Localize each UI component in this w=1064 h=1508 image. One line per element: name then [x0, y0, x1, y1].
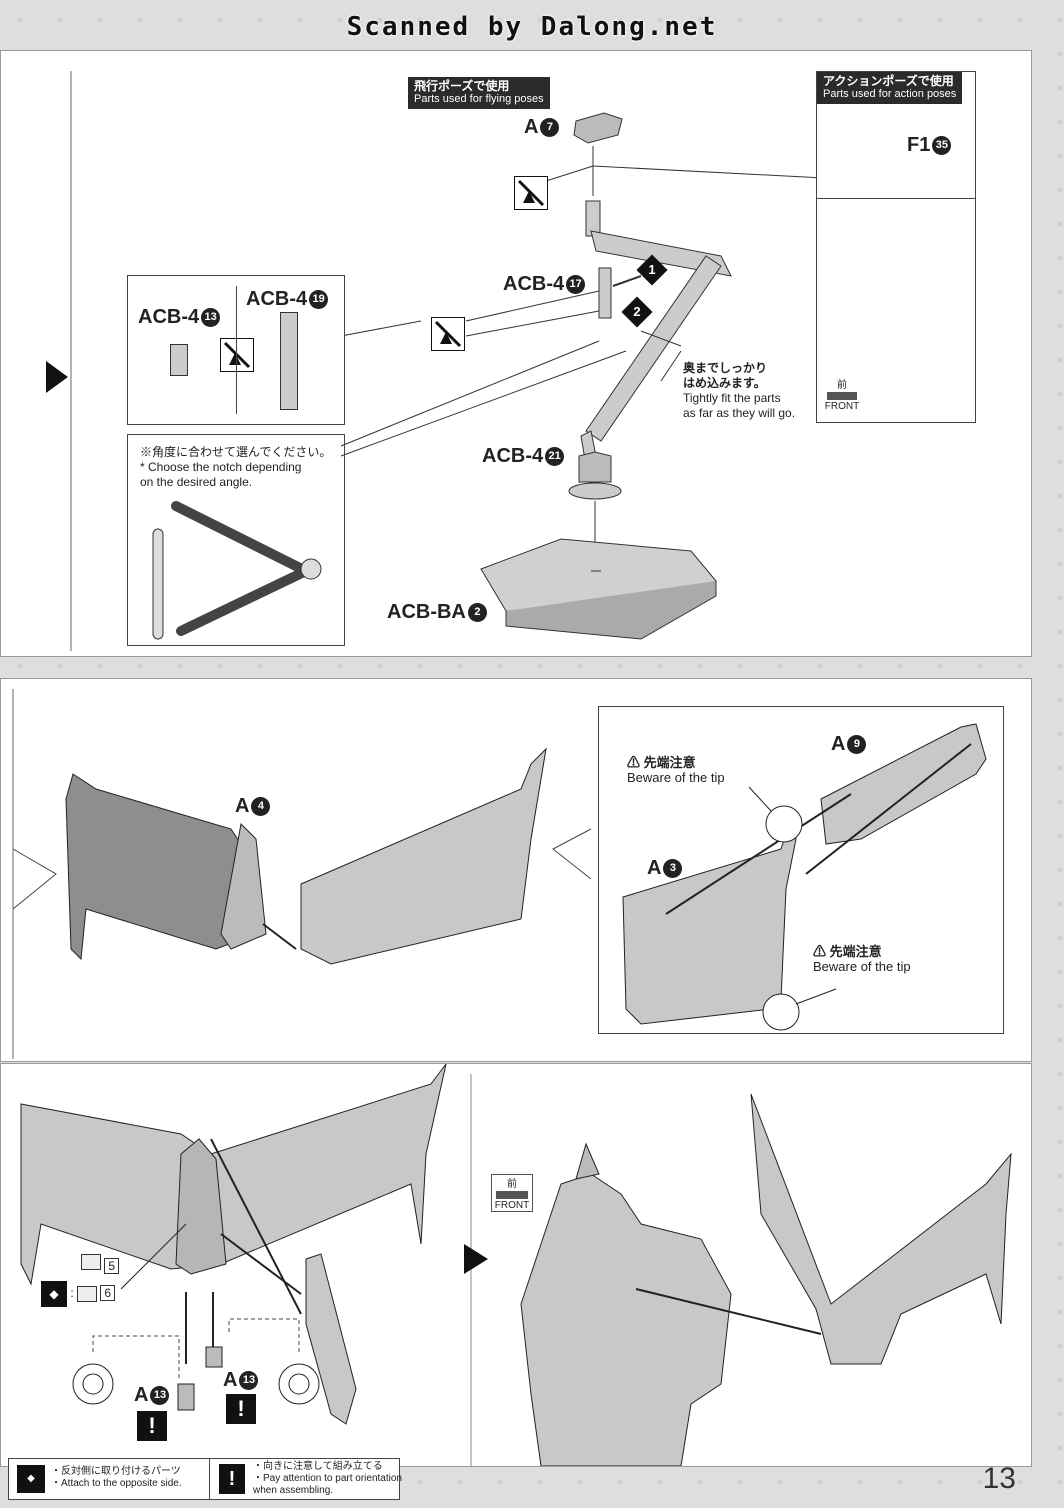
part-a13-right-number: 13	[239, 1371, 259, 1391]
part-acb4-19-drawing	[280, 312, 298, 410]
part-a7-number: 7	[540, 118, 560, 138]
notch-note-ja: ※角度に合わせて選んでください。	[140, 445, 332, 459]
tip-caution-2: ⚠ 先端注意 Beware of the tip	[813, 944, 911, 974]
cut-sprue-icon-3	[220, 338, 254, 372]
front-indicator: 前 FRONT	[823, 376, 861, 412]
page-number: 13	[982, 1462, 1016, 1495]
part-acb4-17-number: 17	[566, 275, 586, 295]
legend-footer: ◆ ・反対側に取り付けるパーツ ・Attach to the opposite …	[8, 1458, 402, 1500]
orientation-warning-icon-left: !	[137, 1411, 167, 1441]
seal-icon-2	[77, 1286, 98, 1302]
front-arrow-icon	[827, 392, 857, 400]
front-arrow-icon-2	[496, 1191, 528, 1199]
notch-note-box: ※角度に合わせて選んでください。 * Choose the notch depe…	[127, 434, 345, 646]
legend-orientation-text: ・向きに注意して組み立てる ・Pay attention to part ori…	[253, 1461, 402, 1497]
part-a9-number: 9	[847, 735, 867, 755]
orientation-warning-icon-right: !	[226, 1394, 256, 1424]
wing-illustration	[12, 689, 987, 1059]
legend-opposite-icon: ◆	[17, 1465, 45, 1493]
option-divider	[236, 286, 237, 414]
flying-pose-tag-ja: 飛行ポーズで使用	[414, 79, 510, 93]
flying-pose-tag-en: Parts used for flying poses	[414, 93, 544, 105]
part-a13-left-number: 13	[150, 1386, 170, 1406]
notch-note: ※角度に合わせて選んでください。 * Choose the notch depe…	[140, 445, 331, 490]
front-en-2: FRONT	[494, 1200, 530, 1211]
section-arrow-icon	[46, 361, 68, 393]
part-f1-number: 35	[932, 136, 952, 156]
opposite-side-icon: ◆	[41, 1281, 67, 1307]
fit-instruction-ja: 奥までしっかり はめ込みます。	[683, 361, 768, 390]
tip-caution-1-ja: ⚠ 先端注意	[627, 755, 696, 770]
fit-instruction-en: Tightly fit the parts as far as they wil…	[683, 391, 796, 420]
front-ja-2: 前	[507, 1179, 517, 1190]
notch-note-en: * Choose the notch depending on the desi…	[140, 460, 302, 489]
seal-icon	[81, 1254, 101, 1270]
seal-5-marker: 5	[81, 1254, 120, 1274]
part-acb4-21-number: 21	[545, 447, 565, 467]
legend-opposite-text: ・反対側に取り付けるパーツ ・Attach to the opposite si…	[51, 1466, 182, 1490]
legend-orientation-ja: ・向きに注意して組み立てる	[253, 1461, 383, 1472]
front-ja: 前	[837, 380, 847, 391]
legend-orientation-icon: !	[219, 1464, 245, 1494]
action-pose-tag-en: Parts used for action poses	[823, 88, 957, 100]
step-2-marker: 2	[621, 296, 653, 328]
stand-illustration	[70, 71, 952, 651]
part-acb4-13-number: 13	[201, 308, 221, 328]
action-pose-tag: アクションポーズで使用 Parts used for action poses	[817, 72, 963, 104]
step-1-marker: 1	[636, 254, 668, 286]
fit-instruction: 奥までしっかり はめ込みます。 Tightly fit the parts as…	[683, 361, 795, 421]
legend-opposite-ja: ・反対側に取り付けるパーツ	[51, 1466, 181, 1477]
legend-opposite-en: ・Attach to the opposite side.	[51, 1478, 182, 1489]
part-acb4-19-number: 19	[309, 290, 329, 310]
tip-caution-2-ja: ⚠ 先端注意	[813, 944, 882, 959]
action-pose-box: アクションポーズで使用 Parts used for action poses …	[816, 71, 976, 423]
attachment-illustration	[20, 1064, 1012, 1466]
front-indicator-2: 前 FRONT	[491, 1174, 533, 1212]
warning-icon-2: ⚠	[813, 944, 830, 959]
action-pose-tag-ja: アクションポーズで使用	[823, 74, 954, 88]
legend-divider	[209, 1459, 210, 1499]
cut-sprue-icon-2	[431, 317, 465, 351]
tip-caution-1-en: Beware of the tip	[627, 770, 725, 785]
warning-icon: ⚠	[627, 755, 644, 770]
front-en: FRONT	[824, 401, 860, 412]
cut-sprue-icon	[514, 176, 548, 210]
part-a3-number: 3	[663, 859, 683, 879]
seal-6-marker: ◆ : 6	[41, 1281, 116, 1307]
scan-banner: Scanned by Dalong.net	[346, 12, 718, 42]
part-acb4-13-drawing	[170, 344, 188, 376]
legend-orientation-en: ・Pay attention to part orientation when …	[253, 1473, 402, 1496]
part-a4-number: 4	[251, 797, 271, 817]
tip-caution-1: ⚠ 先端注意 Beware of the tip	[627, 755, 725, 785]
tip-caution-2-en: Beware of the tip	[813, 959, 911, 974]
action-pose-inner-frame	[817, 198, 975, 199]
part-acbba2-number: 2	[467, 603, 487, 623]
flying-pose-tag: 飛行ポーズで使用 Parts used for flying poses	[408, 77, 550, 109]
